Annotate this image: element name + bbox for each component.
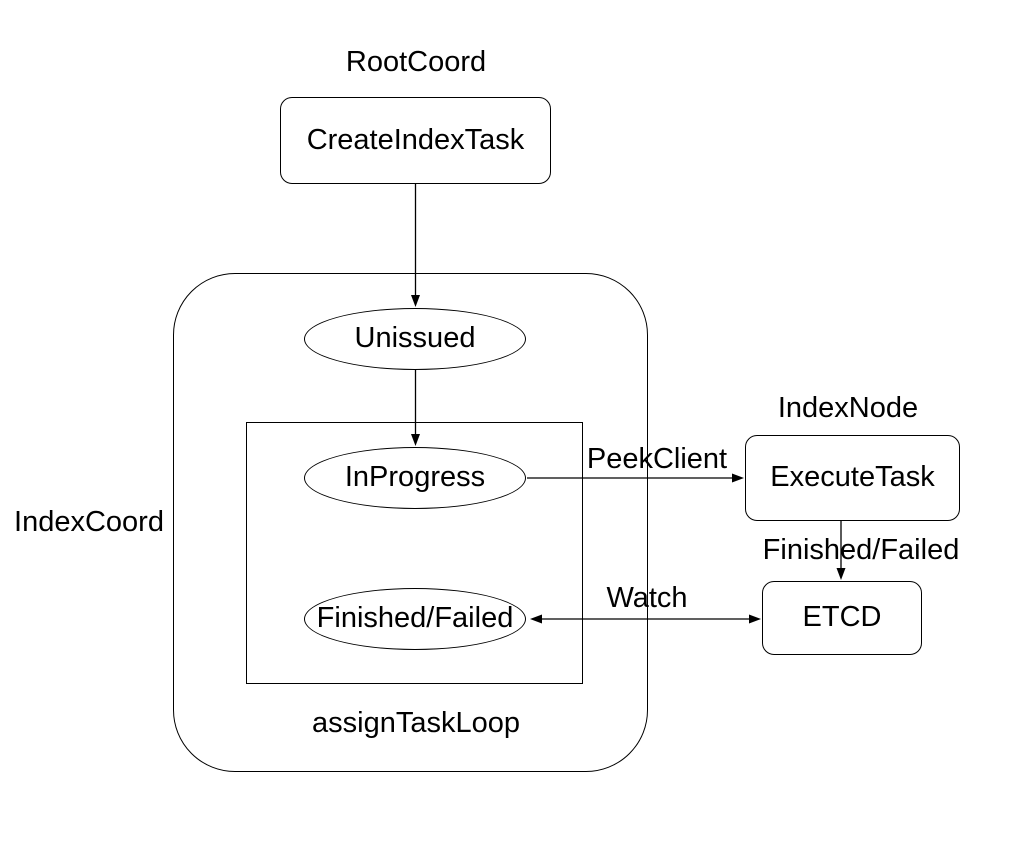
indexcoord-group-label: IndexCoord bbox=[14, 506, 164, 539]
etcd-label: ETCD bbox=[802, 601, 882, 634]
execute-task-node: ExecuteTask bbox=[745, 435, 960, 521]
assigntaskloop-group-container bbox=[246, 422, 583, 684]
watch-edge-label: Watch bbox=[606, 582, 688, 615]
peekclient-edge-label: PeekClient bbox=[586, 443, 728, 476]
finished-failed-label: Finished/Failed bbox=[316, 602, 514, 635]
unissued-state-node: Unissued bbox=[304, 308, 526, 370]
indexnode-group-label: IndexNode bbox=[777, 392, 919, 425]
create-index-task-node: CreateIndexTask bbox=[280, 97, 551, 184]
rootcoord-group-label: RootCoord bbox=[345, 46, 487, 79]
create-index-task-label: CreateIndexTask bbox=[306, 123, 525, 156]
finished-failed-state-node: Finished/Failed bbox=[304, 588, 526, 650]
etcd-node: ETCD bbox=[762, 581, 922, 655]
execute-task-label: ExecuteTask bbox=[770, 461, 935, 494]
inprogress-label: InProgress bbox=[344, 461, 486, 494]
unissued-label: Unissued bbox=[354, 322, 476, 355]
inprogress-state-node: InProgress bbox=[304, 447, 526, 509]
indexcoord-group-container bbox=[173, 273, 648, 772]
finished-failed-edge-label: Finished/Failed bbox=[762, 534, 960, 567]
assigntaskloop-group-label: assignTaskLoop bbox=[312, 707, 520, 740]
